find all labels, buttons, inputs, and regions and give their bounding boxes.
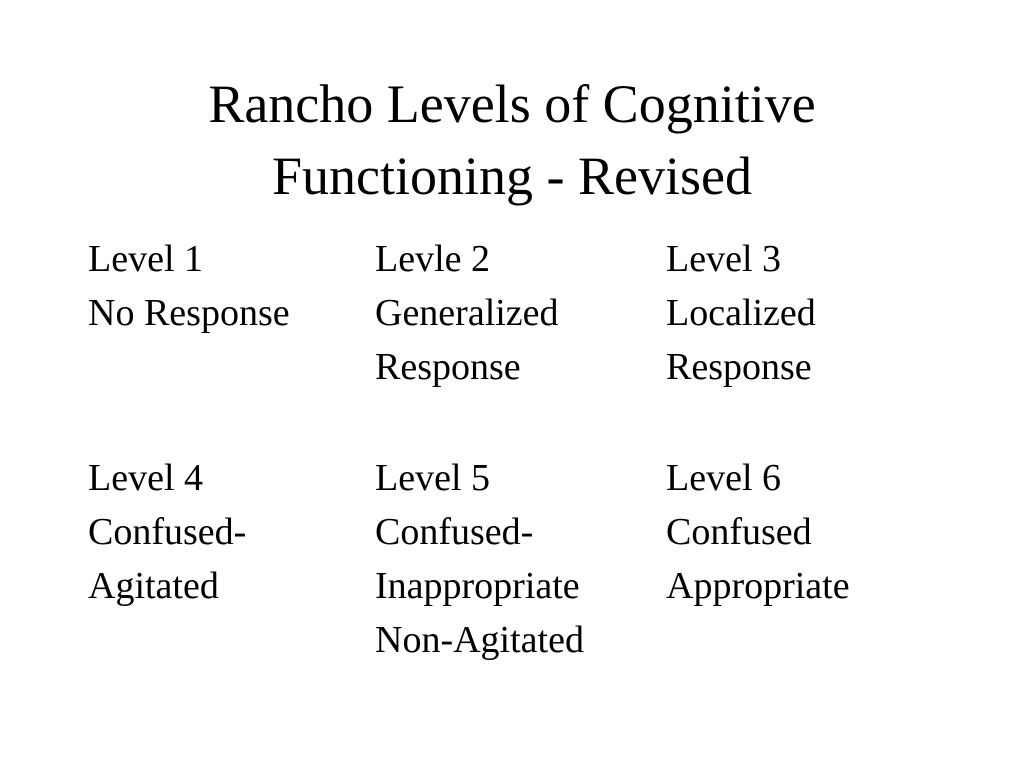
level-4-description-line-1: Confused-	[88, 511, 247, 553]
level-5-description-line-3: Non-Agitated	[375, 619, 584, 661]
level-6-description-line-1: Confused	[666, 511, 812, 553]
level-3-block: Level 3 Localized Response	[666, 232, 816, 394]
level-1-label: Level 1	[88, 238, 204, 280]
level-2-description-line-1: Generalized	[375, 292, 559, 334]
level-6-description-line-2: Appropriate	[666, 565, 850, 607]
level-6-block: Level 6 Confused Appropriate	[666, 451, 850, 613]
level-5-description-line-2: Inappropriate	[375, 565, 580, 607]
level-6-label: Level 6	[666, 457, 782, 499]
slide-title-line-2: Functioning - Revised	[272, 146, 752, 206]
level-4-block: Level 4 Confused- Agitated	[88, 451, 246, 613]
level-3-description-line-1: Localized	[666, 292, 816, 334]
level-5-description-line-1: Confused-	[375, 511, 534, 553]
level-4-label: Level 4	[88, 457, 204, 499]
level-5-label: Level 5	[375, 457, 491, 499]
level-2-block: Levle 2 Generalized Response	[375, 232, 559, 394]
slide-title-line-1: Rancho Levels of Cognitive	[208, 74, 816, 134]
level-1-block: Level 1 No Response	[88, 232, 290, 340]
level-3-label: Level 3	[666, 238, 782, 280]
level-5-block: Level 5 Confused- Inappropriate Non-Agit…	[375, 451, 584, 667]
level-2-description-line-2: Response	[375, 346, 521, 388]
level-3-description-line-2: Response	[666, 346, 812, 388]
level-2-label: Levle 2	[375, 238, 491, 280]
slide-title: Rancho Levels of Cognitive Functioning -…	[0, 68, 1024, 212]
level-4-description-line-2: Agitated	[88, 565, 219, 607]
level-1-description-line-1: No Response	[88, 292, 290, 334]
